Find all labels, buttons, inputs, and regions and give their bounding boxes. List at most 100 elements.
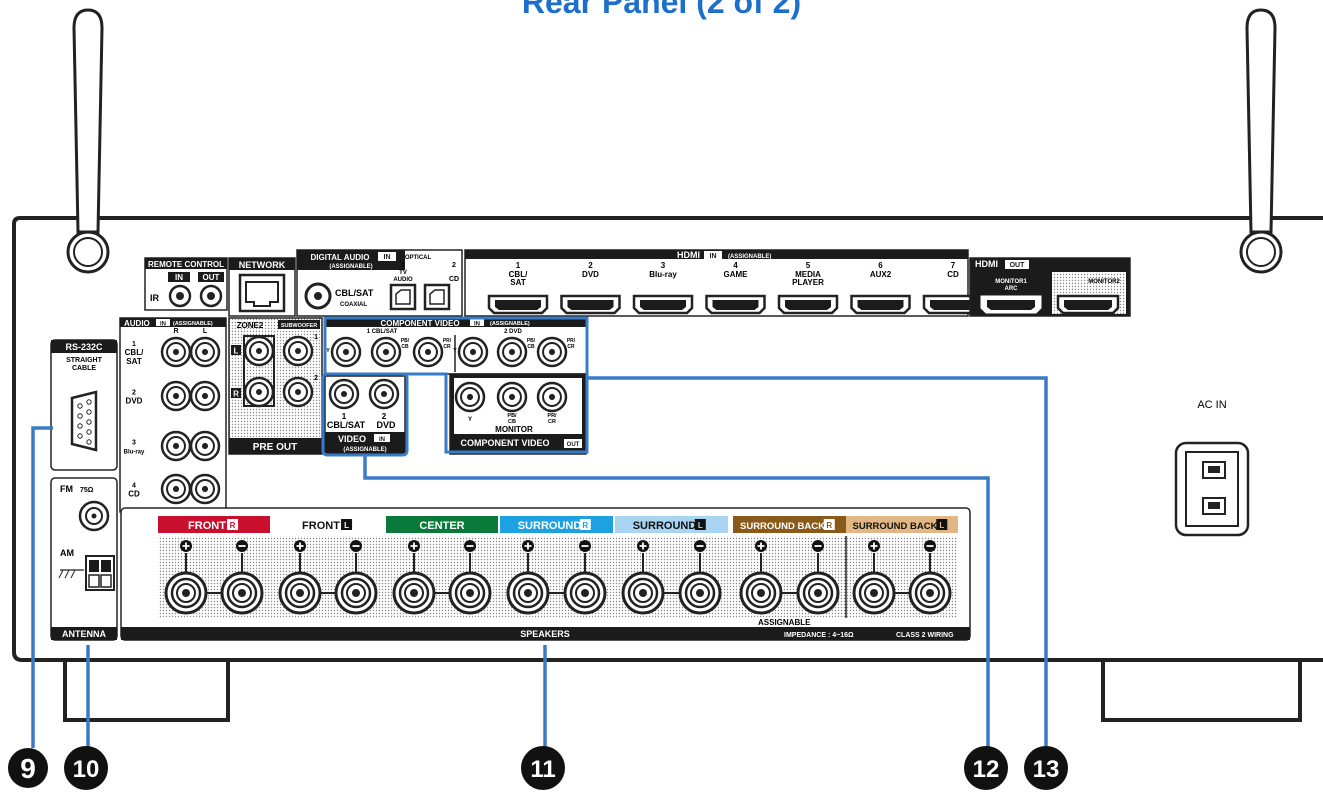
component-in-y-label-4: Y — [453, 348, 457, 354]
ac-inlet-port[interactable] — [1174, 441, 1250, 537]
ac-in-label: AC IN — [1197, 399, 1226, 411]
speaker-surround-r-negative-ring-inner — [575, 583, 595, 603]
component-video-in-section: COMPONENT VIDEO IN (ASSIGNABLE) 1 CBL/SA… — [324, 317, 588, 375]
component-in-y-label-1: Y — [326, 348, 330, 354]
speaker-surround-l-name: SURROUND — [633, 520, 697, 532]
component-out-out-label: OUT — [567, 442, 580, 448]
callout-number-13: 13 — [1024, 746, 1068, 790]
component-in-jack-3-ring — [418, 342, 438, 362]
rs232c-cable-label-1: STRAIGHT — [66, 357, 103, 364]
optical-2-port[interactable] — [423, 283, 451, 311]
speaker-surround-l-negative-hole — [696, 589, 704, 597]
wireless-antenna-right-icon — [1239, 8, 1283, 274]
component-in-pr-label-3: PR/ — [443, 338, 452, 344]
network-label: NETWORK — [239, 260, 286, 270]
network-section: NETWORK — [228, 257, 296, 317]
hdmi-in-7-number: 7 — [951, 261, 956, 270]
speaker-center-positive-ring-inner — [404, 583, 424, 603]
audio-in-3-l-jack-pin — [201, 442, 209, 450]
speaker-front-l-positive-hole — [296, 589, 304, 597]
speaker-front-r-negative-ring — [226, 577, 258, 609]
digital-audio-assignable: (ASSIGNABLE) — [329, 264, 372, 270]
speaker-surround-l-side-box — [694, 519, 706, 530]
digital-audio-section: DIGITAL AUDIO IN (ASSIGNABLE) OPTICAL CB… — [296, 249, 463, 317]
hdmi-in-3-number: 3 — [661, 261, 666, 270]
speaker-front-l-header — [272, 516, 384, 533]
speaker-surround-back-l-plus-mark — [870, 542, 878, 550]
hdmi-monitor2-label: MONITOR2 — [1088, 279, 1120, 285]
audio-in-1-r-jack-pin — [172, 348, 180, 356]
speaker-surround-back-r-negative-hole — [814, 589, 822, 597]
audio-in-3-l-jack-ring — [195, 436, 215, 456]
audio-in-3-r-jack-pin — [172, 442, 180, 450]
audio-in-1-label-2: SAT — [126, 357, 142, 366]
hdmi-in-4-label: GAME — [724, 270, 749, 279]
speaker-assignable-label: ASSIGNABLE — [758, 618, 811, 627]
speaker-center-negative-hole — [466, 589, 474, 597]
component-in-jack-5-ring — [502, 342, 522, 362]
speaker-front-r-positive-hole — [182, 589, 190, 597]
component-in-jack-6-ring — [542, 342, 562, 362]
video-in-1-number: 1 — [342, 412, 347, 421]
rs232c-port[interactable] — [70, 390, 98, 452]
speaker-surround-back-r-name: SURROUND BACK — [740, 521, 825, 532]
callout-number-10: 10 — [64, 746, 108, 790]
callout-9-text: 9 — [20, 753, 36, 784]
optical-1-port[interactable] — [389, 283, 417, 311]
callout-number-11: 11 — [521, 746, 565, 790]
hdmi-in-5-number: 5 — [806, 261, 811, 270]
component-in-group1: 1 CBL/SAT — [367, 329, 398, 335]
hdmi-in-2-label: DVD — [582, 270, 599, 279]
hdmi-in-section: HDMI IN (ASSIGNABLE) 1CBL/SAT2DVD3Blu-ra… — [464, 249, 984, 317]
speaker-surround-r-positive-ring-inner — [518, 583, 538, 603]
speaker-surround-l-plus-mark — [639, 542, 647, 550]
speaker-surround-back-l-header — [846, 516, 958, 533]
component-out-jack-1-ring — [460, 387, 480, 407]
speaker-surround-back-l-negative-ring — [914, 577, 946, 609]
audio-in-1-r-jack-ring — [166, 342, 186, 362]
video-in-assignable: (ASSIGNABLE) — [343, 447, 386, 453]
hdmi-in-in-label: IN — [710, 253, 717, 260]
component-in-jack-2-ring — [376, 342, 396, 362]
speaker-surround-back-l-side: L — [939, 521, 944, 530]
speaker-surround-back-r-positive-hole — [757, 589, 765, 597]
speaker-center-negative-ring-inner — [460, 583, 480, 603]
optical-2-number: 2 — [452, 262, 456, 269]
speaker-impedance-label: IMPEDANCE : 4~16Ω — [784, 632, 854, 639]
audio-in-title: AUDIO — [124, 319, 150, 328]
component-in-cr-label-3: CR — [443, 344, 451, 350]
rs232c-cable-label-2: CABLE — [72, 365, 96, 372]
antenna-label: ANTENNA — [62, 629, 106, 639]
wireless-antenna-left-icon — [66, 8, 110, 274]
speaker-center-header — [386, 516, 498, 533]
audio-in-2-l-jack-ring — [195, 386, 215, 406]
speaker-center-negative-ring — [454, 577, 486, 609]
hdmi-in-6-number: 6 — [878, 261, 883, 270]
audio-in-3-r-jack-ring — [166, 436, 186, 456]
speaker-surround-r-side: R — [582, 521, 588, 530]
component-out-pb-label: PB/ — [507, 413, 517, 419]
speaker-surround-r-name: SURROUND — [518, 520, 582, 532]
remote-ir-label: IR — [150, 293, 160, 303]
component-in-jack-2-pin — [382, 348, 390, 356]
pre-out-section: ZONE2 SUBWOOFER L R 1 2 PRE OUT — [228, 317, 323, 455]
component-out-jack-3-pin — [548, 393, 556, 401]
speaker-front-l-plus-mark — [296, 542, 304, 550]
speaker-surround-r-side-box — [579, 519, 591, 530]
optical-2-label: CD — [449, 276, 459, 283]
speaker-surround-r-positive-hole — [524, 589, 532, 597]
video-in-2-number: 2 — [382, 412, 387, 421]
component-in-title: COMPONENT VIDEO — [380, 319, 459, 328]
component-in-group2: 2 DVD — [504, 329, 522, 335]
speaker-surround-r-negative-hole — [581, 589, 589, 597]
digital-audio-in-label: IN — [384, 254, 391, 261]
speaker-surround-l-positive-ring-inner — [633, 583, 653, 603]
component-in-assignable: (ASSIGNABLE) — [490, 321, 530, 327]
audio-in-section: AUDIO IN (ASSIGNABLE) R L 1CBL/SAT2DVD3B… — [119, 317, 227, 513]
speaker-front-l-negative-ring-inner — [346, 583, 366, 603]
audio-in-in-label: IN — [160, 322, 166, 328]
callout-13-text: 13 — [1033, 756, 1060, 783]
speaker-surround-back-l-positive-ring-inner — [864, 583, 884, 603]
callout-12-text: 12 — [973, 756, 1000, 783]
